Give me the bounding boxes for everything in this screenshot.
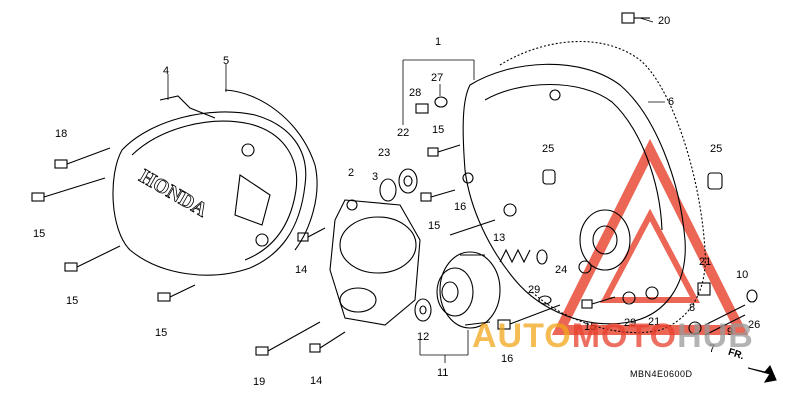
callout-21-b: 21 [648,316,661,328]
callout-28: 28 [409,87,422,99]
callout-5: 5 [223,55,230,67]
callout-21-a: 21 [699,256,712,268]
cover-gasket-6 [499,41,706,334]
bolt-27 [434,96,448,108]
callout-22: 22 [397,127,410,139]
callout-29-a: 29 [528,284,541,296]
bolt-16-a [449,219,496,236]
bolt-15-left-c [157,284,196,302]
leader-lines [167,17,665,363]
callout-15-d: 15 [66,295,79,307]
callout-25-b: 25 [710,143,723,155]
callout-20: 20 [658,15,671,27]
bolt-16-b [497,304,561,330]
watermark-part-auto: AUTO [472,317,572,355]
callout-4: 4 [163,65,170,77]
front-direction-arrow [747,364,777,383]
bolt-20 [621,12,650,24]
callout-11: 11 [437,367,449,379]
callout-12: 12 [417,331,430,343]
bolt-15-mid [427,144,461,157]
spring-13 [499,248,548,265]
bolt-15-right [581,296,616,309]
watermark-part-hub: HUB [677,317,754,355]
switch-8-10 [688,289,758,336]
callout-2: 2 [348,167,355,179]
callout-15-f: 15 [155,327,168,339]
watermark-logo-triangle [551,138,749,335]
callout-15-b: 15 [33,228,46,240]
callout-19: 19 [253,376,266,388]
callout-24: 24 [555,264,568,276]
bolt-15-left-b [64,245,121,272]
bolt-15-left-a [31,177,106,202]
bolt-15-mid-b [420,189,456,202]
callout-23: 23 [378,147,391,159]
washer-12 [414,298,432,322]
inner-cover-2 [329,199,421,326]
right-crankcase-cover-1 [462,63,686,325]
bolt-28 [415,103,429,114]
dowel-25-b [707,172,723,190]
nut-24 [578,260,592,274]
bolt-14-a [297,227,326,242]
callout-7: 7 [709,343,716,355]
left-crankcase-cover [112,89,318,276]
callout-18: 18 [55,128,68,140]
callout-29-b: 29 [624,317,637,329]
callout-3: 3 [372,171,379,183]
seal-23 [398,168,418,194]
callout-10: 10 [736,269,749,281]
callout-15-e: 15 [584,321,597,333]
dowel-25-a [542,169,556,185]
bolt-14-b [309,331,346,353]
callout-14-a: 14 [295,264,308,276]
washer-29-a [538,295,552,305]
callout-13: 13 [493,232,506,244]
bolt-18 [54,147,111,169]
washer-29-b [622,291,636,305]
callout-8: 8 [689,302,696,314]
callout-16-b: 16 [501,353,514,365]
callout-6: 6 [668,96,675,108]
rotor-11 [436,251,501,329]
callout-16-a: 16 [454,201,467,213]
callout-14-b: 14 [310,375,323,387]
callout-15-c: 15 [428,220,441,232]
callout-27: 27 [431,72,444,84]
callout-15-a: 15 [432,124,445,136]
bearing-3 [379,178,397,202]
callout-1: 1 [435,36,442,48]
washer-21-a [697,282,711,296]
callout-25-a: 25 [542,143,555,155]
callout-9: 9 [727,326,734,338]
watermark-text: AUTOMOTOHUB [472,316,754,356]
bolt-19 [255,321,321,356]
cover-logo-text: HONDA [136,165,212,222]
watermark-part-moto: MOTO [571,317,678,355]
callout-26: 26 [748,319,761,331]
drawing-code: MBN4E0600D [630,369,693,379]
washer-21-b [645,286,659,300]
